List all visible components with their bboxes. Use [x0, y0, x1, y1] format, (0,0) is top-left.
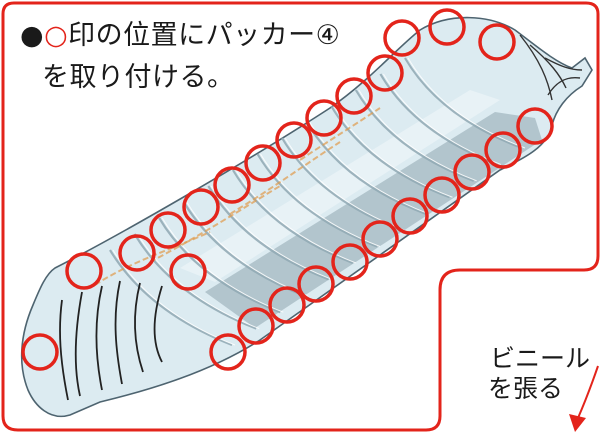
- packer-position-marker: [391, 197, 429, 235]
- fold-line: [59, 299, 69, 401]
- red-circle-marker-icon: ○: [44, 20, 69, 51]
- bag-rib: [256, 153, 378, 248]
- gathered-tie: [519, 34, 583, 101]
- bag-rib: [235, 169, 357, 264]
- packer-position-marker: [268, 286, 306, 324]
- fold-line: [95, 285, 103, 391]
- packer-position-marker: [149, 211, 187, 249]
- packer-strip: [149, 185, 281, 263]
- bag-rib: [158, 217, 281, 314]
- packer-position-markers: [21, 8, 554, 371]
- tie-line: [519, 34, 553, 101]
- fold-line: [134, 282, 144, 373]
- packer-position-marker: [331, 243, 369, 281]
- fold-line: [74, 291, 83, 397]
- packer-position-marker: [169, 253, 207, 291]
- packer-position-marker: [335, 77, 373, 115]
- bag-rib: [109, 249, 233, 347]
- packer-position-marker: [484, 131, 522, 169]
- bullet-icon: ●: [20, 20, 45, 51]
- bag-rib: [407, 57, 526, 149]
- packer-position-marker: [428, 8, 466, 46]
- instruction-line-2: を取り付ける。: [42, 62, 235, 93]
- arrow-head: [569, 414, 586, 432]
- instruction-text-1: 印の位置にパッカー④: [68, 20, 341, 51]
- packer-position-marker: [275, 121, 313, 159]
- packer-position-marker: [383, 19, 421, 57]
- packer-position-marker: [21, 333, 59, 371]
- packer-position-marker: [118, 234, 156, 272]
- inner-board-highlight: [180, 90, 500, 282]
- packer-position-marker: [182, 188, 220, 226]
- packer-strips: [94, 107, 381, 286]
- packer-strip: [229, 141, 341, 215]
- packer-position-marker: [209, 333, 247, 371]
- bag-rib: [333, 105, 453, 198]
- side-note-line-2: を張る: [488, 374, 564, 403]
- packer-position-marker: [305, 99, 343, 137]
- red-curved-arrow-icon: [569, 365, 599, 432]
- bag-rib: [404, 57, 523, 150]
- tie-line: [544, 57, 583, 71]
- packer-strip: [299, 107, 381, 161]
- tie-line: [547, 76, 581, 96]
- packer-position-marker: [361, 220, 399, 258]
- fold-line: [153, 285, 163, 363]
- arrow-shaft: [577, 365, 599, 419]
- packer-position-marker: [65, 252, 103, 290]
- crumpled-end-lines: [59, 280, 163, 401]
- instruction-line-1: ●○印の位置にパッカー④: [20, 22, 340, 49]
- side-note-line-1: ビニール: [490, 344, 591, 373]
- packer-position-marker: [453, 153, 491, 191]
- tie-line: [529, 44, 567, 89]
- packer-position-marker: [213, 166, 251, 204]
- packer-position-marker: [244, 144, 282, 182]
- bag-ribs: [109, 57, 526, 347]
- bag-rib: [305, 121, 426, 215]
- packer-position-marker: [366, 54, 404, 92]
- packer-strip: [94, 231, 211, 286]
- packer-position-marker: [423, 176, 461, 214]
- bag-rib: [161, 217, 284, 313]
- packer-position-marker: [297, 265, 335, 303]
- packer-position-marker: [237, 307, 275, 345]
- fold-line: [114, 280, 123, 385]
- packer-position-marker: [478, 23, 516, 61]
- packer-position-marker: [516, 107, 554, 145]
